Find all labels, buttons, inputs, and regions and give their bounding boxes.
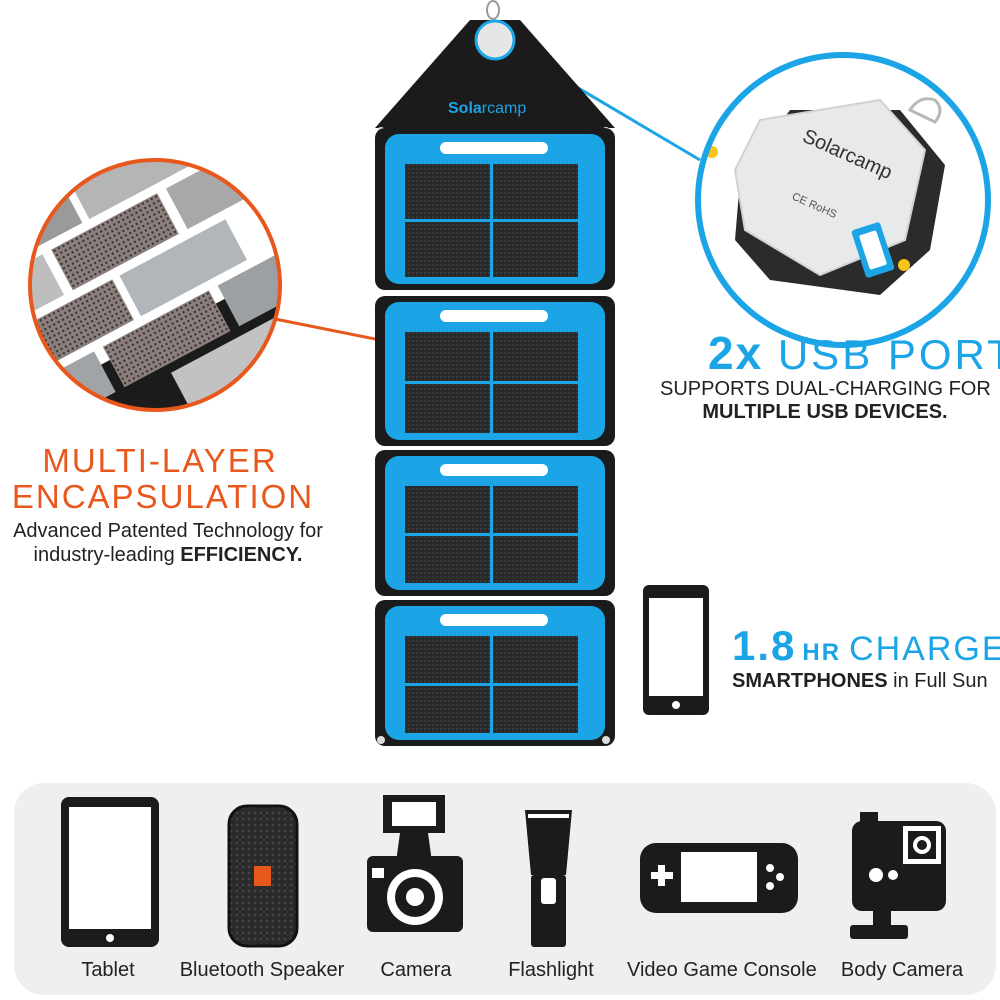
solar-cell [405,486,490,533]
solar-cell [405,686,490,733]
device-label-tablet: Tablet [81,959,135,981]
encapsulation-zoom [28,158,282,412]
solar-panel-section [375,450,615,596]
usb-title: 2x USB PORTS [708,326,1000,380]
charge-desc-bold: SMARTPHONES [732,670,888,692]
encapsulation-desc-line1: Advanced Patented Technology for [13,520,323,542]
device-label-camera: Camera [380,959,452,981]
solar-cell [493,384,578,433]
speaker-icon [227,804,299,948]
smartphone-icon [643,585,709,715]
solar-panel-section [375,128,615,290]
solar-cell [405,636,490,683]
charge-desc-rest: in Full Sun [887,670,988,692]
camera-icon [367,795,463,932]
encapsulation-desc-line2: industry-leading EFFICIENCY. [0,544,336,567]
usb-count: 2x [708,327,764,379]
charge-label: CHARGE [849,630,1000,668]
solar-cell [405,384,490,433]
panel-brand-logo: Solarcamp [448,100,526,118]
game-console-icon [640,843,798,913]
usb-port-marker [474,19,516,61]
usb-label: USB PORTS [777,331,1000,378]
tablet-icon [61,797,159,947]
solar-cell [405,332,490,381]
solar-panel-section [375,600,615,746]
panel-brand-left: Sola [448,100,482,117]
solar-cell [405,222,490,277]
solar-cell [493,222,578,277]
encapsulation-title-line1: MULTI-LAYER [42,442,278,479]
solar-cell [405,164,490,219]
encapsulation-title-line2: ENCAPSULATION [11,478,315,515]
encapsulation-desc-prefix: industry-leading [33,544,181,566]
charge-value: 1.8 [732,622,797,669]
usb-desc-line1: SUPPORTS DUAL-CHARGING FOR [660,378,991,400]
solar-panel [375,0,615,746]
encapsulation-desc-bold: EFFICIENCY. [180,544,303,566]
solar-cell [493,332,578,381]
solar-cell [493,636,578,683]
panel-brand-right: rcamp [481,100,527,117]
device-label-speaker: Bluetooth Speaker [179,959,345,981]
device-label-game-console: Video Game Console [627,959,817,981]
charge-unit: HR [802,639,842,666]
body-camera-icon [850,812,946,939]
solar-panel-section [375,296,615,446]
device-label-flashlight: Flashlight [508,959,594,981]
charge-desc: SMARTPHONES in Full Sun [732,670,988,693]
solar-cell [405,536,490,583]
usb-module-zoom: Solarcamp CE RoHS [695,52,991,348]
solar-cell [493,536,578,583]
solar-cell [493,686,578,733]
usb-desc-line2: MULTIPLE USB DEVICES. [702,401,948,423]
flashlight-icon [525,810,572,947]
solar-cell [493,486,578,533]
device-label-body-camera: Body Camera [840,959,964,981]
solar-cell [493,164,578,219]
